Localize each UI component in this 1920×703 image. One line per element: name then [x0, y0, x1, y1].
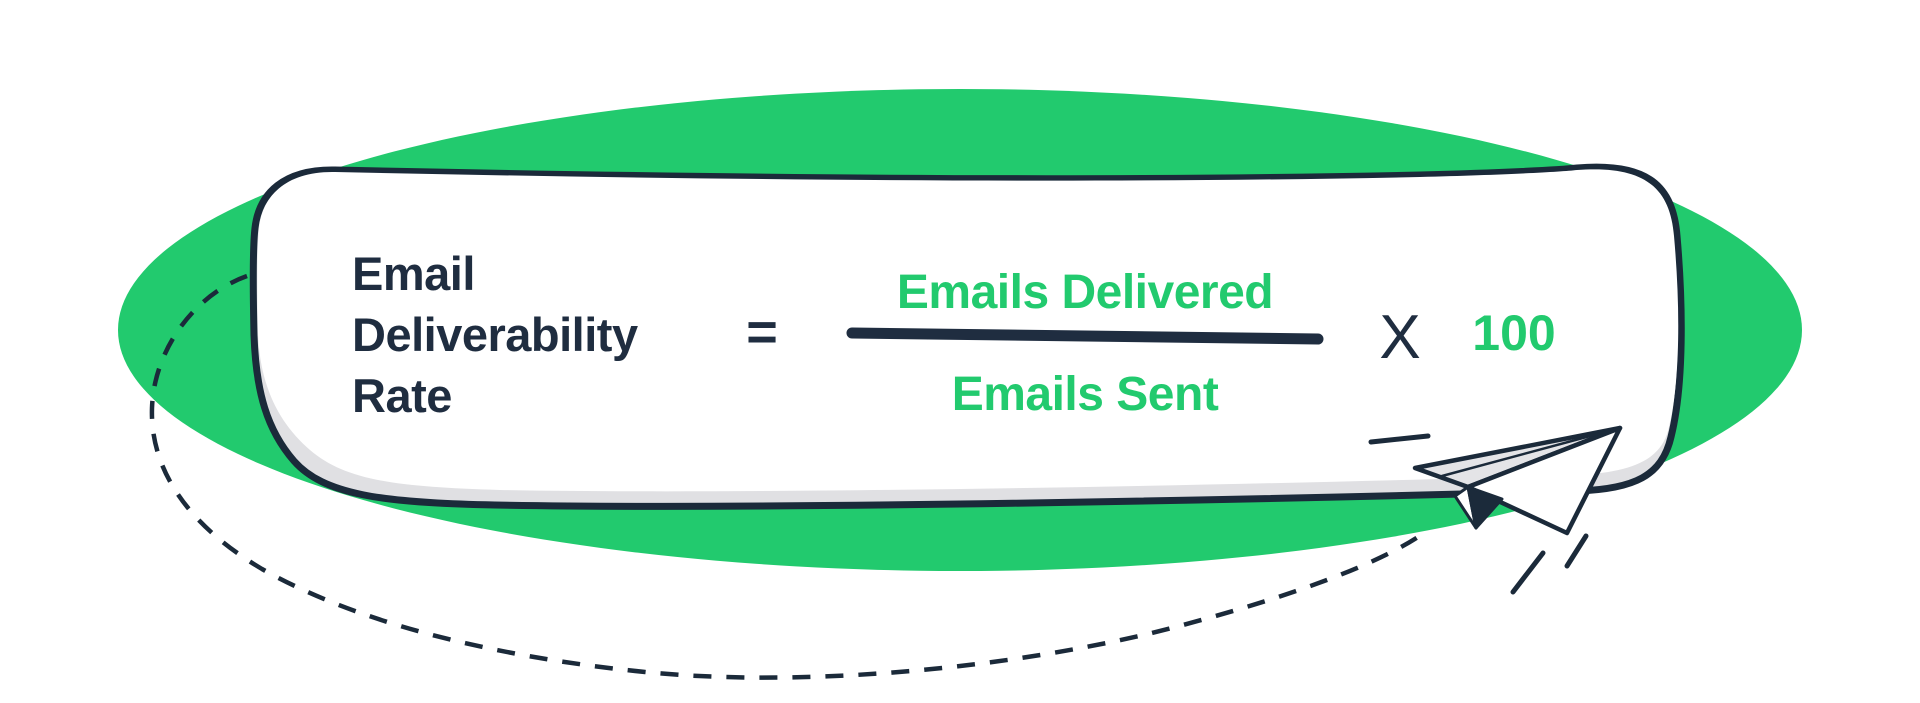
plane-right-wing — [1465, 425, 1623, 536]
speed-line-1 — [1510, 550, 1546, 595]
multiply-operator: X — [1379, 303, 1420, 372]
multiplier-value: 100 — [1472, 305, 1555, 361]
plane-keel-fold — [1466, 485, 1504, 530]
fraction-denominator: Emails Sent — [952, 368, 1219, 421]
speed-line-2 — [1564, 533, 1589, 569]
headline: Email Deliverability Rate — [352, 247, 638, 422]
fraction-bar — [846, 327, 1324, 345]
paper-plane-icon — [1368, 425, 1623, 595]
equals-sign: = — [746, 302, 778, 362]
plane-crease-line — [1440, 426, 1622, 478]
fraction-numerator: Emails Delivered — [897, 266, 1273, 319]
plane-accent-dash — [1368, 433, 1431, 445]
headline-line-1: Email — [352, 247, 475, 300]
speed-lines — [1510, 533, 1589, 595]
fraction: Emails Delivered Emails Sent — [846, 266, 1324, 421]
dashed-flight-path — [149, 273, 1420, 680]
headline-line-3: Rate — [352, 369, 452, 422]
headline-line-2: Deliverability — [352, 308, 638, 361]
